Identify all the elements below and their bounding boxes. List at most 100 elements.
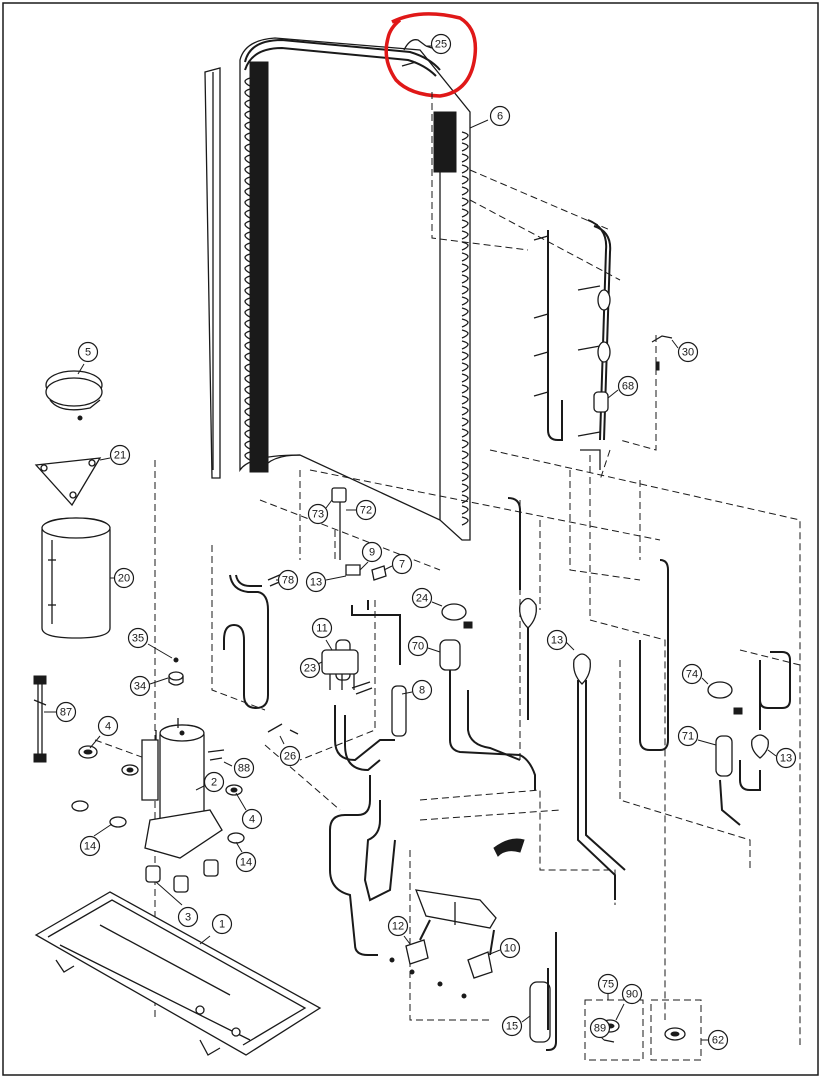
part-3-feet	[145, 859, 219, 893]
callout-leader	[431, 601, 443, 607]
callout-circle	[617, 375, 639, 397]
callout-7: 7	[383, 553, 413, 575]
callout-circle	[235, 851, 257, 873]
callout-13a: 13	[305, 571, 347, 593]
callout-label: 34	[134, 681, 146, 693]
callout-label: 23	[304, 663, 316, 675]
callout-label: 89	[594, 1023, 606, 1035]
callout-leader	[93, 823, 113, 837]
callout-label: 20	[118, 573, 130, 585]
callout-circle	[97, 715, 119, 737]
callout-circle	[307, 503, 329, 525]
part-68-header-assembly	[533, 219, 612, 470]
callout-leader	[359, 561, 369, 571]
callout-leader	[701, 677, 709, 685]
callout-leader	[427, 647, 441, 653]
callout-35: 35	[127, 627, 173, 659]
callout-circle	[77, 341, 99, 363]
callout-label: 13	[780, 753, 792, 765]
part-34-35-fittings	[168, 657, 184, 686]
callout-25: 25	[426, 33, 452, 55]
callout-circle	[546, 629, 568, 651]
callout-label: 7	[399, 559, 405, 571]
callout-label: 1	[219, 919, 225, 931]
callout-label: 14	[84, 841, 96, 853]
callout-circle	[621, 983, 643, 1005]
callout-leader	[521, 1015, 531, 1023]
part-25-sensor	[401, 39, 433, 67]
part-21-mount-plate	[34, 457, 102, 507]
callout-72: 72	[346, 499, 377, 521]
callout-circle	[127, 627, 149, 649]
callout-87: 87	[44, 701, 77, 723]
callout-leader	[325, 639, 333, 651]
callout-circle	[387, 915, 409, 937]
callout-circle	[681, 663, 703, 685]
callout-circle	[361, 541, 383, 563]
callout-leader	[199, 935, 211, 945]
callout-leader	[77, 363, 85, 375]
condenser-coil	[204, 37, 471, 541]
callout-label: 71	[682, 731, 694, 743]
callout-circle	[55, 701, 77, 723]
callout-circle	[129, 675, 151, 697]
callout-10: 10	[489, 937, 521, 959]
callout-circle	[677, 725, 699, 747]
callout-label: 62	[712, 1035, 724, 1047]
callout-89: 89	[589, 1017, 611, 1041]
callout-78: 78	[276, 569, 299, 591]
callout-label: 10	[504, 943, 516, 955]
coil-left-return-bends	[244, 77, 251, 461]
callout-75: 75	[597, 973, 619, 1000]
callout-5: 5	[77, 341, 99, 375]
part-2-compressor	[141, 718, 223, 859]
service-valves	[389, 838, 525, 999]
inline-components	[335, 597, 769, 1043]
callout-leader	[697, 739, 717, 746]
callout-11: 11	[311, 617, 333, 651]
refrigerant-piping	[223, 497, 791, 956]
callout-leader	[489, 949, 501, 955]
callout-leader	[383, 565, 393, 571]
callout-label: 13	[310, 577, 322, 589]
callout-circle	[305, 571, 327, 593]
callout-68: 68	[607, 375, 639, 399]
callout-leader	[279, 735, 285, 745]
callout-4b: 4	[235, 792, 263, 830]
callout-73: 73	[307, 499, 333, 525]
callout-circle	[597, 973, 619, 995]
callout-6: 6	[469, 105, 511, 129]
callout-circle	[233, 757, 255, 779]
callout-label: 24	[416, 593, 428, 605]
callout-layer: 1234456789101112131313141415202123242526…	[44, 33, 797, 1051]
callout-3: 3	[155, 881, 199, 928]
callout-circle	[203, 771, 225, 793]
callout-label: 11	[316, 623, 327, 635]
callout-leader	[565, 641, 575, 651]
callout-label: 88	[238, 763, 250, 775]
callout-label: 15	[506, 1021, 518, 1033]
callout-circle	[113, 567, 135, 589]
callout-leader	[671, 339, 679, 349]
callout-circle	[241, 808, 263, 830]
callout-circle	[279, 745, 301, 767]
part-20-compressor-jacket	[41, 517, 111, 639]
callout-20: 20	[110, 567, 135, 589]
callout-circle	[277, 569, 299, 591]
part-30-sensor	[651, 335, 673, 371]
reversing-valve	[321, 603, 743, 715]
pressure-switch	[331, 487, 361, 576]
callout-circle	[411, 679, 433, 701]
callout-leader	[325, 499, 333, 509]
callout-leader	[149, 677, 169, 685]
callout-label: 87	[60, 707, 72, 719]
callout-label: 4	[249, 814, 255, 826]
callout-circle	[355, 499, 377, 521]
callout-circle	[109, 444, 131, 466]
callout-leader	[155, 881, 183, 906]
callout-26: 26	[279, 735, 301, 767]
callout-label: 70	[412, 641, 424, 653]
callout-14a: 14	[79, 823, 113, 857]
